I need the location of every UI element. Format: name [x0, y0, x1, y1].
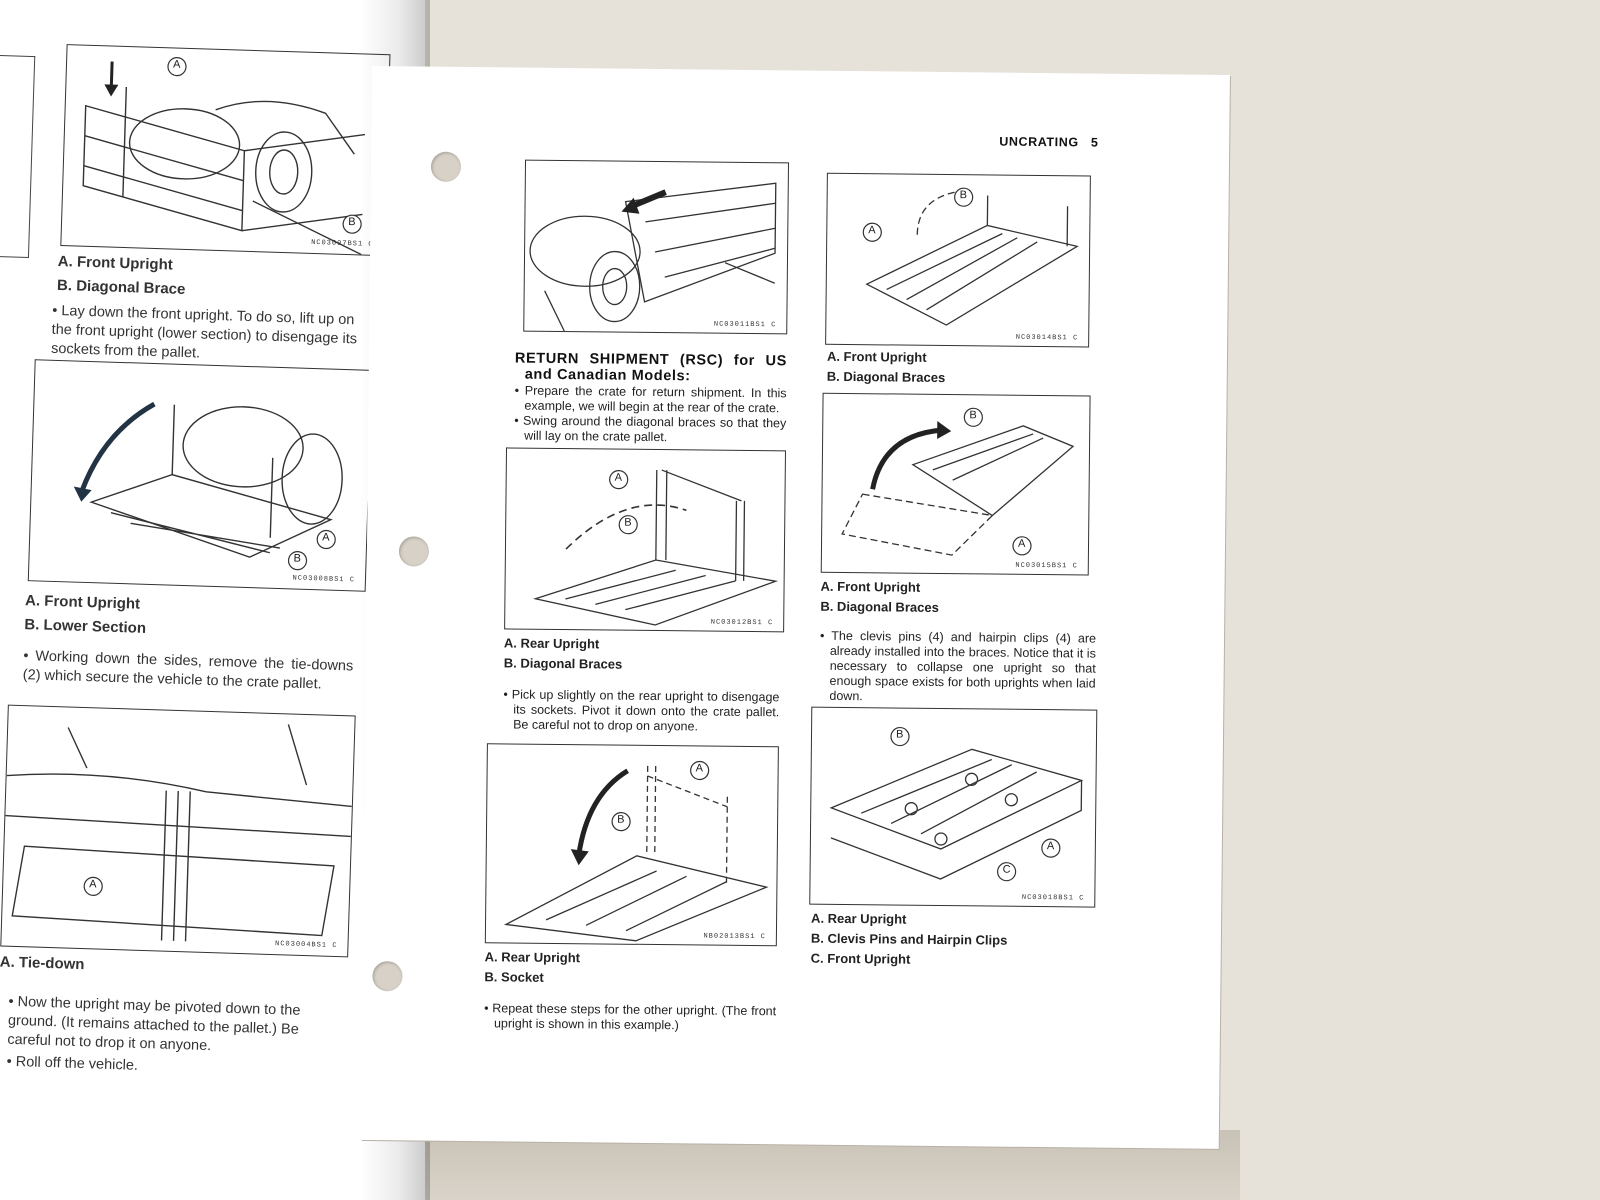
callout-b: B: [348, 216, 356, 229]
figure-code: NC03011BS1 C: [713, 320, 777, 330]
step-pivot-down: • Now the upright may be pivoted down to…: [7, 993, 301, 1055]
figure-front-upright-braces: A B NC03014BS1 C: [825, 172, 1091, 348]
callout-b: B: [959, 189, 968, 202]
callout-a: A: [1046, 840, 1055, 853]
figure-front-upright-swing: B A NC03015BS1 C: [820, 392, 1091, 576]
binder-hole: [372, 961, 403, 992]
running-head: UNCRATING 5: [999, 134, 1099, 150]
callout-a: A: [868, 224, 876, 237]
socket-illustration: [503, 760, 769, 942]
atv-crate-illustration: [529, 182, 777, 332]
callout-a: A: [89, 878, 97, 891]
section-heading: RETURN SHIPMENT (RSC) for US and Canadia…: [514, 350, 788, 385]
callout-c: C: [1002, 863, 1011, 876]
figure-tie-down: A NC03004BS1 C: [0, 704, 356, 958]
callout-a: A: [322, 531, 330, 544]
bullet-pick-up-rear-upright: • Pick up slightly on the rear upright t…: [503, 687, 780, 734]
figure-code: NB02013BS1 C: [703, 932, 766, 942]
bullet-prepare-crate: • Prepare the crate for return shipment.…: [514, 383, 787, 445]
binder-hole: [430, 151, 462, 182]
figure-code: NC03014BS1 C: [1015, 333, 1079, 343]
callout-a: A: [614, 471, 623, 484]
front-upright-illustration: [862, 187, 1079, 326]
figure-code: NC03015BS1 C: [1015, 561, 1078, 571]
left-page-content: e.e.itegen. A B NC03007BS1 C: [0, 0, 410, 1200]
callout-b: B: [895, 728, 904, 741]
figure-code: NC03012BS1 C: [710, 618, 774, 628]
binder-hole: [398, 536, 430, 567]
step-lay-down: • Lay down the front upright. To do so, …: [50, 302, 358, 362]
swing-illustration: [841, 407, 1075, 556]
left-page: e.e.itegen. A B NC03007BS1 C: [0, 0, 425, 1200]
collapsed-crate-illustration: [829, 726, 1084, 882]
callout-b: B: [293, 552, 302, 565]
callout-a: A: [695, 762, 704, 775]
callout-b: B: [624, 516, 632, 529]
tie-down-illustration: [5, 724, 352, 942]
figure-rear-upright-braces: A B NC03012BS1 C: [504, 447, 786, 633]
figure-captions: A. Tie-down: [0, 953, 85, 974]
callout-b: B: [617, 813, 625, 826]
figure-rear-upright-socket: A B NB02013BS1 C: [484, 743, 779, 947]
callout-a: A: [1017, 537, 1026, 550]
previous-page-figure-edge: [0, 54, 36, 259]
rear-upright-illustration: [532, 469, 779, 626]
crate-illustration: [73, 401, 343, 571]
callout-b: B: [969, 409, 977, 422]
figure-front-upright-brace: A B NC03007BS1 C: [60, 44, 391, 257]
step-remove-tiedowns: • Working down the sides, remove the tie…: [22, 648, 354, 693]
figure-atv-on-crate: NC03011BS1 C: [523, 159, 790, 335]
figure-collapsed-crate: B A C NC03018BS1 C: [809, 706, 1098, 908]
bullet-clevis-pins: • The clevis pins (4) and hairpin clips …: [819, 628, 1097, 704]
crate-illustration: [82, 56, 366, 256]
figure-code: NC03018BS1 C: [1021, 893, 1085, 903]
figure-front-upright-lower: A B NC03008BS1 C: [27, 359, 373, 592]
callout-a: A: [172, 58, 181, 71]
bullet-repeat-steps: • Repeat these steps for the other uprig…: [484, 1001, 777, 1033]
right-page: UNCRATING 5 NC03011BS1 C RETURN SHIPMENT…: [360, 66, 1230, 1149]
